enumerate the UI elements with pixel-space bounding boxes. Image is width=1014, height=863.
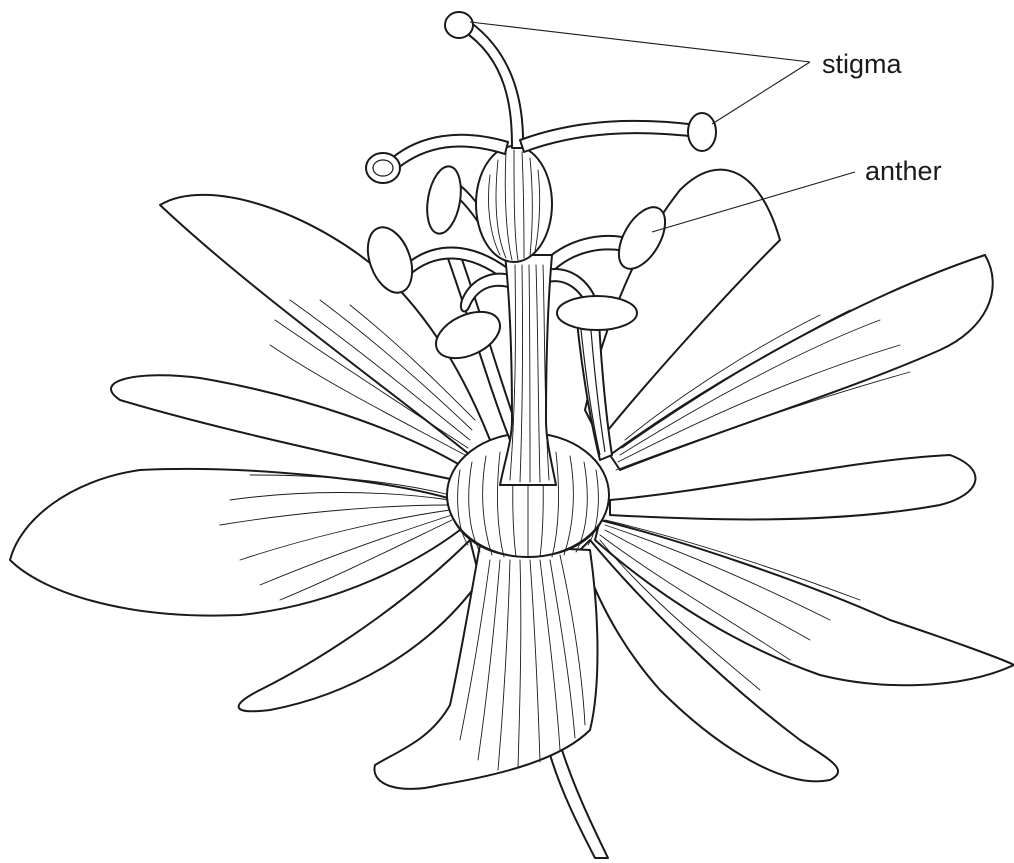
style-top [462, 22, 523, 148]
anther-left-2 [422, 164, 465, 237]
stigma-top [445, 12, 473, 38]
stigma-leader-right [712, 62, 810, 124]
style-right [520, 121, 698, 152]
petal-left [10, 469, 460, 616]
stigma-right [688, 113, 716, 151]
anther-right-2 [557, 296, 637, 330]
stigma-left [366, 153, 400, 183]
stem [548, 744, 608, 858]
stigma-leader-top [470, 22, 810, 62]
stigma-label: stigma [822, 49, 903, 79]
styles [366, 12, 716, 183]
front-petal [374, 545, 597, 789]
petal-right-mid [610, 455, 975, 519]
anther-label: anther [865, 156, 942, 186]
